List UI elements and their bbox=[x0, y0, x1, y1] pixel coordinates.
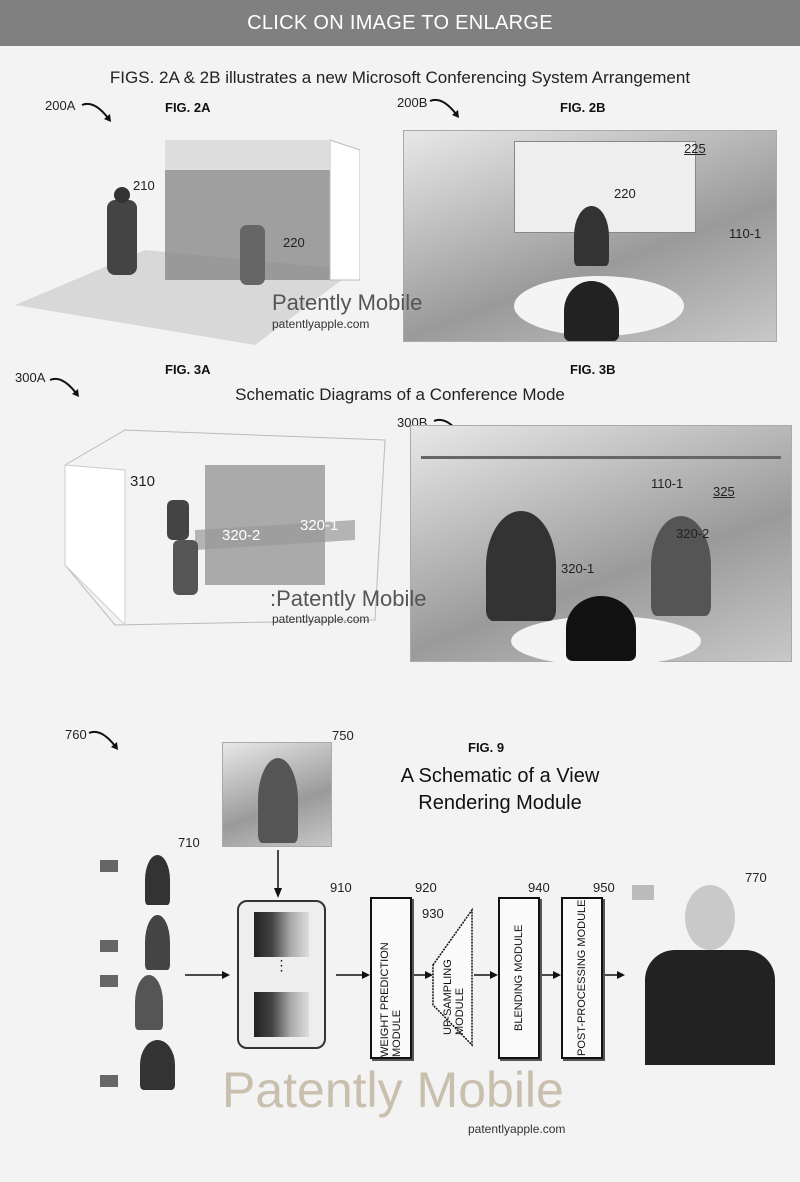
module-label: UP-SAMPLING MODULE bbox=[442, 959, 466, 1035]
fig9-label: FIG. 9 bbox=[468, 740, 505, 755]
callout-220: 220 bbox=[283, 235, 305, 250]
arrow-icon bbox=[81, 102, 111, 122]
callout-940: 940 bbox=[528, 880, 550, 895]
ellipsis: ⋮ bbox=[274, 957, 289, 973]
callout-930: 930 bbox=[422, 906, 444, 921]
callout-110-1: 110-1 bbox=[651, 476, 684, 491]
module-post-processing: POST-PROCESSING MODULE bbox=[561, 897, 603, 1059]
fig2a-drawing bbox=[15, 139, 360, 345]
enlarge-banner[interactable]: CLICK ON IMAGE TO ENLARGE bbox=[0, 0, 800, 46]
module-label: WEIGHT PREDICTION MODULE bbox=[379, 942, 403, 1057]
output-view-photo bbox=[640, 870, 780, 1065]
fig3a-drawing bbox=[64, 429, 386, 627]
section2-title: Schematic Diagrams of a Conference Mode bbox=[235, 385, 565, 404]
module-label: BLENDING MODULE bbox=[513, 924, 525, 1032]
fig2b-label: FIG. 2B bbox=[560, 100, 606, 115]
watermark-url: patentlyapple.com bbox=[272, 612, 370, 626]
camera-icon bbox=[100, 940, 118, 952]
callout-770: 770 bbox=[745, 870, 767, 885]
fig9-ref: 760 bbox=[65, 727, 87, 742]
camera-icon bbox=[100, 975, 118, 987]
callout-320-2: 320-2 bbox=[222, 527, 261, 544]
module-label: POST-PROCESSING MODULE bbox=[576, 899, 588, 1057]
callout-950: 950 bbox=[593, 880, 615, 895]
watermark: :Patently Mobile bbox=[270, 586, 427, 611]
arrow-icon bbox=[88, 730, 118, 750]
watermark: Patently Mobile bbox=[222, 1062, 564, 1118]
watermark-url: patentlyapple.com bbox=[272, 317, 370, 331]
callout-110-1: 110-1 bbox=[729, 226, 762, 241]
callout-310: 310 bbox=[130, 473, 156, 490]
fig2b-photo: 225 220 110-1 bbox=[403, 130, 777, 342]
camera-icon bbox=[632, 885, 654, 900]
view-stack-910: ⋮ bbox=[237, 900, 326, 1049]
fig9-title-line2: Rendering Module bbox=[418, 792, 582, 814]
camera-icon bbox=[100, 860, 118, 872]
callout-225: 225 bbox=[684, 141, 706, 156]
camera-icon bbox=[100, 1075, 118, 1087]
fig9-connectors bbox=[185, 850, 625, 1047]
arrow-icon bbox=[429, 98, 459, 118]
fig2a-label: FIG. 2A bbox=[165, 100, 211, 115]
callout-320-1: 320-1 bbox=[561, 561, 595, 576]
fig3a-label: FIG. 3A bbox=[165, 362, 211, 377]
fig9-title-line1: A Schematic of a View bbox=[400, 765, 600, 787]
section1-title: FIGS. 2A & 2B illustrates a new Microsof… bbox=[109, 68, 691, 87]
callout-910: 910 bbox=[330, 880, 352, 895]
watermark-url: patentlyapple.com bbox=[468, 1122, 566, 1136]
callout-320-2: 320-2 bbox=[676, 526, 710, 541]
callout-920: 920 bbox=[415, 880, 437, 895]
fig3b-photo: 110-1 325 320-2 320-1 bbox=[410, 425, 792, 666]
callout-210: 210 bbox=[133, 178, 155, 193]
callout-710: 710 bbox=[178, 835, 200, 850]
module-blending: BLENDING MODULE bbox=[498, 897, 540, 1059]
module-up-sampling: UP-SAMPLING MODULE bbox=[436, 935, 472, 1035]
fig2a-ref: 200A bbox=[45, 98, 76, 113]
input-views bbox=[100, 845, 180, 1090]
fig3a-ref: 300A bbox=[15, 370, 46, 385]
callout-220: 220 bbox=[614, 186, 636, 201]
fig3b-label: FIG. 3B bbox=[570, 362, 616, 377]
fig2b-ref: 200B bbox=[397, 95, 428, 110]
module-weight-prediction: WEIGHT PREDICTION MODULE bbox=[370, 897, 412, 1059]
input-view-photo bbox=[222, 742, 332, 847]
callout-320-1: 320-1 bbox=[300, 517, 339, 534]
arrow-icon bbox=[49, 377, 79, 397]
callout-325: 325 bbox=[713, 484, 735, 499]
callout-750: 750 bbox=[332, 728, 354, 743]
fig9-title: A Schematic of a View Rendering Module bbox=[360, 765, 640, 815]
watermark: Patently Mobile bbox=[272, 290, 423, 315]
